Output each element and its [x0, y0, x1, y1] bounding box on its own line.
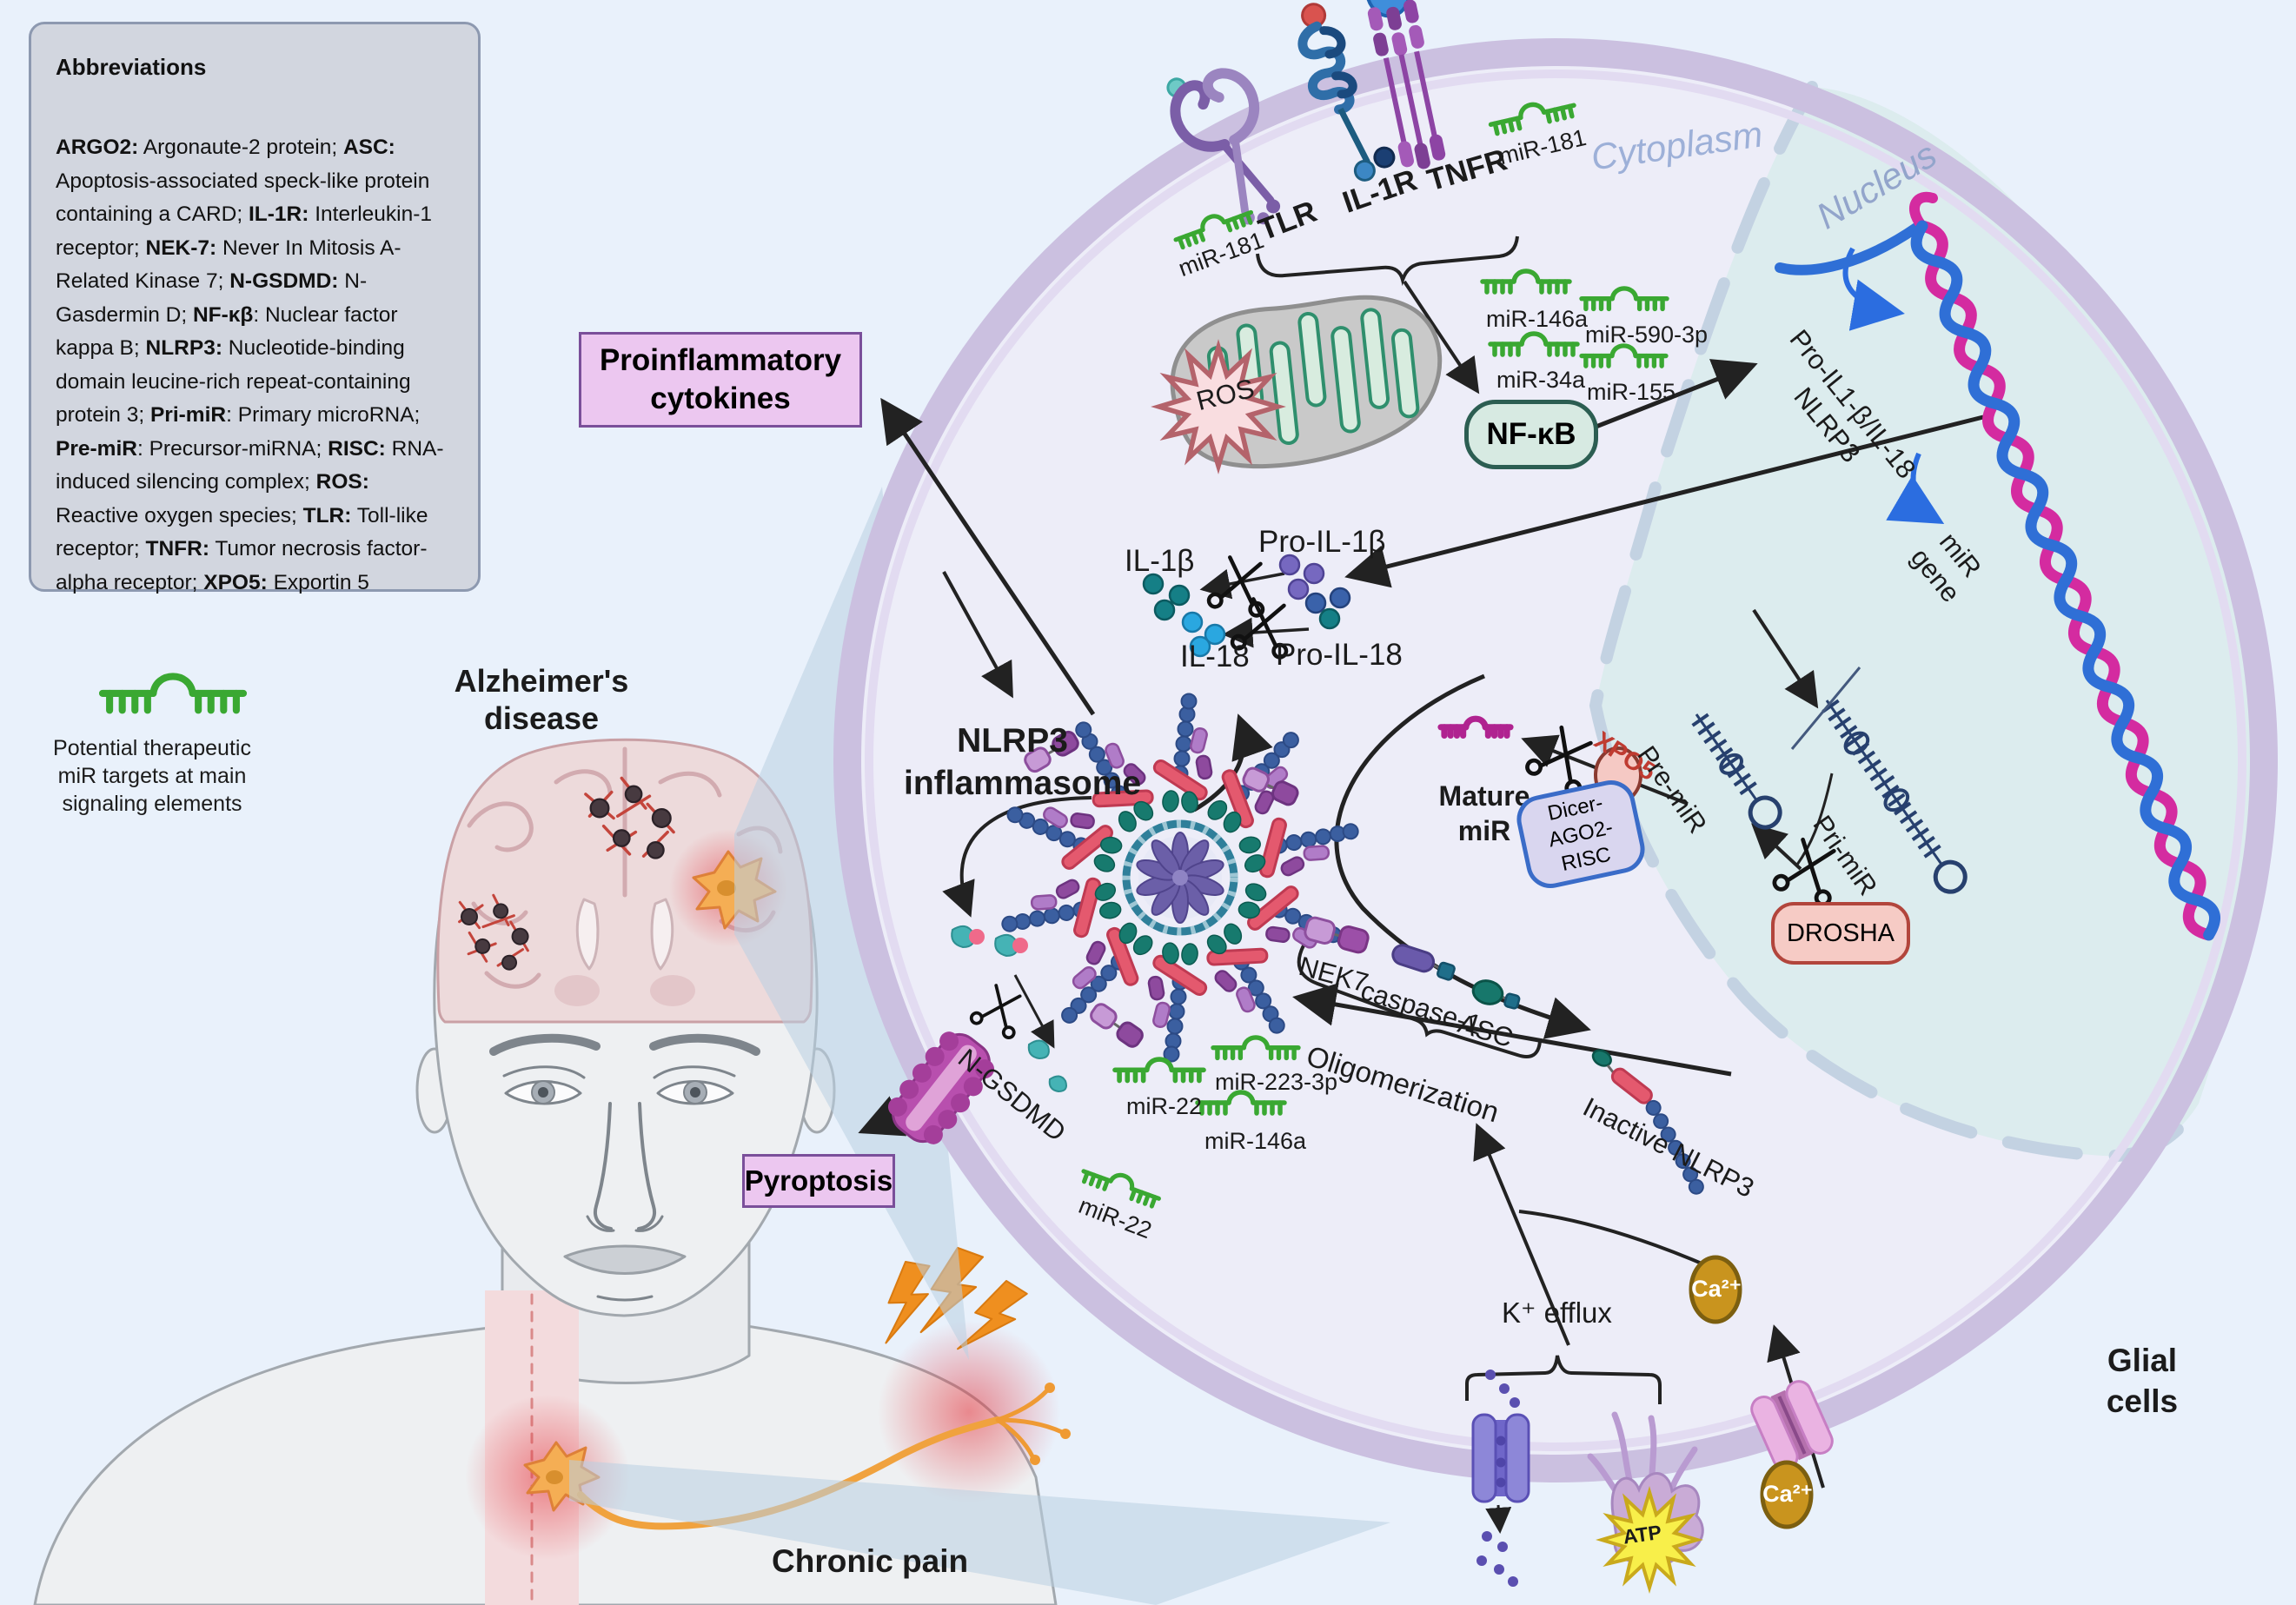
nucleus-region [1596, 87, 2260, 1157]
curve-drosha-cut [1795, 773, 1834, 866]
mature-mir-label: Mature miR [1438, 780, 1530, 846]
atp-release-icon [1587, 1411, 1704, 1589]
arrow-inflammasome-to-cleavage [1192, 713, 1273, 812]
mir590-label: miR-590-3p [1585, 322, 1709, 348]
k-channel-icon [1471, 1370, 1530, 1587]
mir146a-label: miR-146a [1486, 306, 1589, 332]
cytokine-dots [1142, 554, 1351, 658]
arrow-nfkb-to-nucleus [1593, 359, 1758, 430]
zoom-wedge-brain [734, 487, 969, 1360]
arrow-primir-to-premir [1751, 823, 1802, 871]
dna-helix [1775, 191, 2220, 941]
mir155-label: miR-155 [1587, 379, 1676, 405]
glial-cells-label: Glial cells [2106, 1343, 2179, 1419]
kefflux-bracket [1465, 1355, 1662, 1404]
il1r-receptor-icon [1297, 3, 1396, 182]
face [489, 1033, 760, 1302]
mir146a-label-2: miR-146a [1204, 1128, 1307, 1154]
k-efflux-label: K⁺ efflux [1502, 1297, 1612, 1329]
cell-membrane-inner [865, 70, 2246, 1451]
arrow-gsdmd-cleave [1013, 974, 1055, 1049]
pro-il18-label: Pro-IL-18 [1276, 638, 1403, 672]
ca-channel-icon [1750, 1380, 1834, 1470]
pre-mir-icon [1691, 713, 1782, 830]
mir34a-label: miR-34a [1496, 367, 1586, 393]
alzheimers-label: Alzheimer's disease [454, 663, 629, 736]
mir22-label: miR-22 [1126, 1093, 1203, 1119]
abbreviations-body: ARGO2: Argonaute-2 protein; ASC: Apoptos… [56, 136, 444, 594]
drosha-box: DROSHA [1771, 902, 1910, 965]
arrow-to-proinflammatory [880, 397, 1096, 716]
nlrp3-inflammasome-icon [993, 693, 1367, 1063]
arrow-gene-to-proil1b [1344, 415, 1984, 588]
nlrp3-inflammasome-label: NLRP3 inflammasome [904, 722, 1142, 802]
pro-il1b-label: Pro-IL-1β [1258, 525, 1386, 559]
mitochondria-icon [1170, 295, 1443, 469]
ca-label-bottom: Ca²⁺ [1762, 1481, 1813, 1507]
il18-label: IL-18 [1180, 640, 1250, 673]
abbreviations-box: Abbreviations ARGO2: Argonaute-2 protein… [29, 22, 481, 594]
nek7-icon [1304, 916, 1370, 954]
il1b-label: IL-1β [1125, 544, 1195, 578]
abbreviations-title: Abbreviations [56, 54, 207, 80]
curve-ca-signal [1518, 1210, 1730, 1277]
arrow-mirgene-to-primir [1752, 608, 1819, 709]
ca-ion-icon [1689, 1255, 1742, 1324]
arrow-oligomerization [1292, 983, 1732, 1077]
nfkb-node: NF-κB [1464, 400, 1598, 469]
arrow-label-to-fragments [942, 796, 1092, 918]
pyroptosis-box: Pyroptosis [742, 1154, 895, 1208]
pri-mir-axis [1790, 667, 1861, 750]
cell-membrane [833, 38, 2278, 1482]
ca-ion-icon [1760, 1460, 1814, 1529]
mir223-label: miR-223-3p [1215, 1069, 1338, 1095]
arrow-k-out [1485, 1504, 1512, 1534]
ca-label-top: Ca²⁺ [1691, 1276, 1742, 1302]
zoom-wedge-nerve [569, 1460, 1390, 1605]
arrow-receptors-to-nfkb [1403, 280, 1480, 395]
asc-icon [1471, 979, 1521, 1010]
assembly-brace [1297, 945, 1542, 1058]
caspase-fragments [951, 925, 1067, 1093]
gsdmd-pore-icon [887, 1031, 995, 1144]
tlr-receptor-icon [1166, 68, 1281, 225]
receptor-bracket [1256, 235, 1519, 287]
arrow-membrane-to-inflammasome-label [942, 571, 1013, 699]
chronic-pain-label: Chronic pain [772, 1543, 969, 1579]
caspase1-icon [1391, 944, 1456, 981]
arrow-kefflux-to-inflammasome [1473, 1123, 1570, 1346]
tnfr-receptor-icon [1364, 0, 1446, 169]
inactive-nlrp3-icon [1591, 1049, 1704, 1195]
arrow-proil1b-to-il1b [1199, 568, 1285, 600]
legend-text: Potential therapeutic miR targets at mai… [53, 736, 251, 816]
proinflammatory-box: Proinflammatory cytokines [579, 332, 862, 428]
